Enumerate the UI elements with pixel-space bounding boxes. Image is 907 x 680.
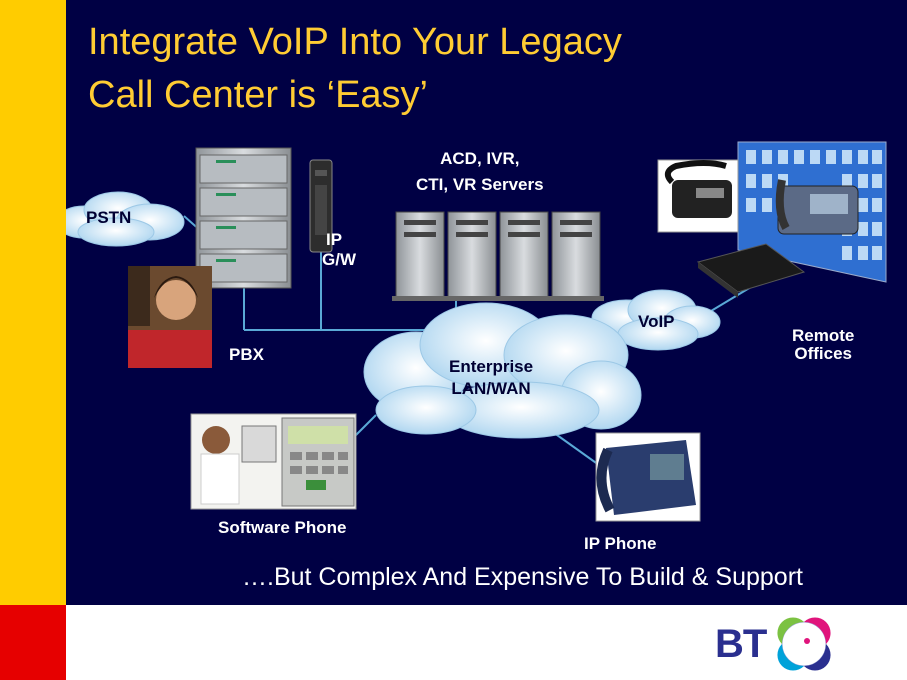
remote-offices-label-line2: Offices [794,344,852,363]
ip-gw-label-line1: IP [326,230,343,249]
ip-gw-label: IP G/W [322,230,356,270]
software-phone-photo [190,413,357,510]
title-line-1: Integrate VoIP Into Your Legacy [88,21,622,63]
bt-piper-globe-icon [777,617,831,671]
enterprise-cloud [363,302,642,439]
title-line-2: Call Center is ‘Easy’ [88,74,428,116]
footer-bar [66,605,907,680]
servers-label-line1: ACD, IVR, [440,149,520,168]
software-phone-label: Software Phone [218,518,347,537]
ip-gateway [309,159,333,253]
network-diagram [66,141,887,522]
enterprise-label-line2: LAN/WAN [451,379,531,398]
servers-label-line2: CTI, VR Servers [416,175,544,194]
ip-gw-label-line2: G/W [322,250,356,269]
side-stripe-yellow [0,0,66,605]
enterprise-label: Enterprise LAN/WAN [449,356,533,400]
voip-label: VoIP [638,312,675,331]
corded-phone-photo [657,159,739,233]
slide-title: Integrate VoIP Into Your Legacy Call Cen… [88,16,622,122]
ip-phone-photo [595,432,701,522]
pbx-rack [195,147,292,289]
remote-offices-label-line1: Remote [792,326,855,345]
agent-photo [128,266,212,368]
side-stripe-red [0,605,66,680]
ip-phone-label: IP Phone [584,534,657,553]
remote-offices-label: Remote Offices [792,327,854,363]
pstn-cloud [66,191,185,247]
pbx-label: PBX [229,345,264,364]
pstn-label: PSTN [86,208,132,227]
servers-label: ACD, IVR, CTI, VR Servers [416,146,544,198]
enterprise-label-line1: Enterprise [449,357,534,376]
slide-area: Integrate VoIP Into Your Legacy Call Cen… [66,0,907,605]
office-desk-phone [775,179,859,235]
router-device [696,243,806,298]
server-towers [392,211,604,301]
tagline: ….But Complex And Expensive To Build & S… [242,563,803,591]
bt-logo-text: BT [715,622,767,666]
